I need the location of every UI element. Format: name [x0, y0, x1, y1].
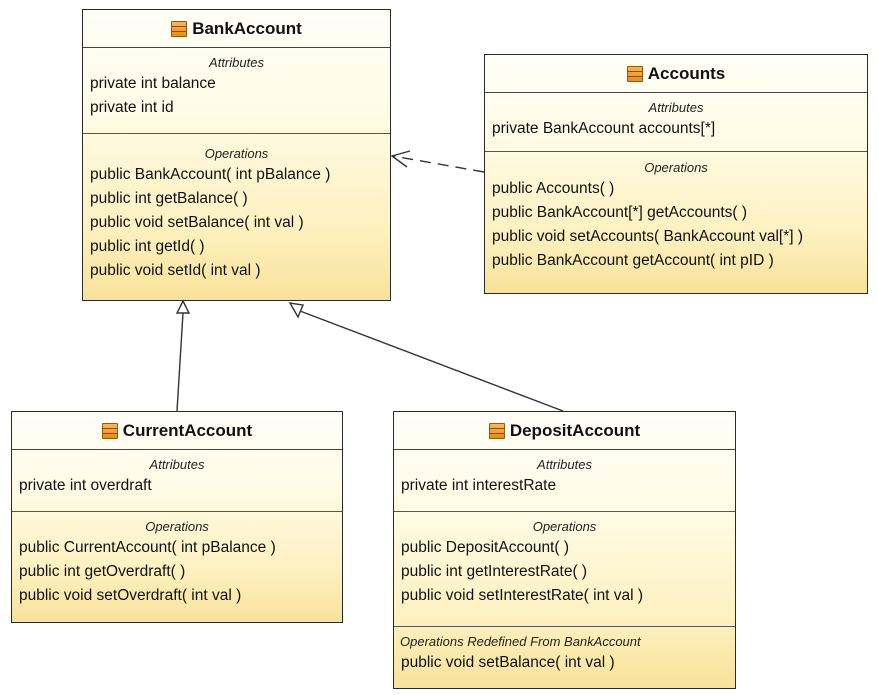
section-title: Attributes [648, 100, 704, 115]
attribute-row[interactable]: private int interestRate [401, 477, 557, 494]
operation-row[interactable]: public int getBalance( ) [90, 190, 248, 207]
operation-row[interactable]: public void setId( int val ) [90, 262, 261, 279]
attribute-row[interactable]: private int id [90, 99, 174, 116]
operation-row[interactable]: public DepositAccount( ) [401, 539, 569, 556]
operation-row[interactable]: public void setInterestRate( int val ) [401, 587, 644, 604]
operation-row[interactable]: public BankAccount[*] getAccounts( ) [492, 204, 748, 221]
dependency-arrowhead [390, 150, 411, 168]
class-name: BankAccount [192, 18, 302, 38]
section-title: Operations [145, 519, 209, 534]
class-name: DepositAccount [509, 420, 641, 440]
attribute-row[interactable]: private BankAccount accounts[*] [492, 120, 716, 137]
operation-row[interactable]: public BankAccount( int pBalance ) [90, 166, 331, 183]
class-icon [101, 422, 118, 439]
attribute-row[interactable]: private int balance [90, 75, 216, 92]
operation-row[interactable]: public void setBalance( int val ) [401, 654, 615, 671]
operation-row[interactable]: public BankAccount getAccount( int pID ) [492, 252, 774, 269]
operation-row[interactable]: public void setBalance( int val ) [90, 214, 304, 231]
section-title: Operations Redefined From BankAccount [400, 634, 641, 649]
section-title: Operations [532, 519, 597, 534]
class-accounts[interactable]: Accounts Attributes private BankAccount … [484, 54, 868, 294]
class-header: DepositAccount [394, 412, 735, 450]
generalization-edge-depositaccount [299, 310, 564, 412]
operation-row[interactable]: public void setAccounts( BankAccount val… [492, 228, 804, 245]
operation-row[interactable]: public int getOverdraft( ) [19, 563, 186, 580]
operations-section: Operations public CurrentAccount( int pB… [12, 511, 342, 608]
section-title: Operations [644, 160, 708, 175]
class-currentaccount[interactable]: CurrentAccount Attributes private int ov… [11, 411, 343, 623]
operation-row[interactable]: public int getInterestRate( ) [401, 563, 588, 580]
class-name: CurrentAccount [122, 420, 253, 440]
generalization-arrowhead-currentaccount [175, 299, 191, 314]
class-bankaccount[interactable]: BankAccount Attributes private int balan… [82, 9, 391, 301]
class-header: BankAccount [83, 10, 390, 48]
operations-section: Operations public BankAccount( int pBala… [83, 133, 390, 283]
generalization-edge-currentaccount [176, 312, 184, 412]
section-title: Attributes [537, 457, 592, 472]
operations-section: Operations public Accounts( ) public Ban… [485, 151, 867, 273]
class-icon [171, 20, 188, 37]
class-name: Accounts [647, 63, 726, 83]
attribute-row[interactable]: private int overdraft [19, 477, 152, 494]
operation-row[interactable]: public Accounts( ) [492, 180, 615, 197]
class-header: CurrentAccount [12, 412, 342, 450]
section-title: Attributes [209, 55, 264, 70]
section-title: Operations [204, 146, 269, 161]
generalization-arrowhead-depositaccount [288, 302, 304, 319]
attributes-section: Attributes private int balance private i… [83, 48, 390, 133]
class-icon [488, 422, 505, 439]
operation-row[interactable]: public CurrentAccount( int pBalance ) [19, 539, 276, 556]
operation-row[interactable]: public void setOverdraft( int val ) [19, 587, 242, 604]
dependency-edge-accounts-bankaccount [392, 155, 485, 173]
class-icon [626, 65, 643, 82]
attributes-section: Attributes private int interestRate [394, 450, 735, 511]
attributes-section: Attributes private BankAccount accounts[… [485, 93, 867, 151]
redefined-operations-section: Operations Redefined From BankAccount pu… [394, 626, 735, 675]
class-header: Accounts [485, 55, 867, 93]
operations-section: Operations public DepositAccount( ) publ… [394, 511, 735, 626]
operation-row[interactable]: public int getId( ) [90, 238, 205, 255]
class-depositaccount[interactable]: DepositAccount Attributes private int in… [393, 411, 736, 689]
section-title: Attributes [149, 457, 205, 472]
attributes-section: Attributes private int overdraft [12, 450, 342, 511]
